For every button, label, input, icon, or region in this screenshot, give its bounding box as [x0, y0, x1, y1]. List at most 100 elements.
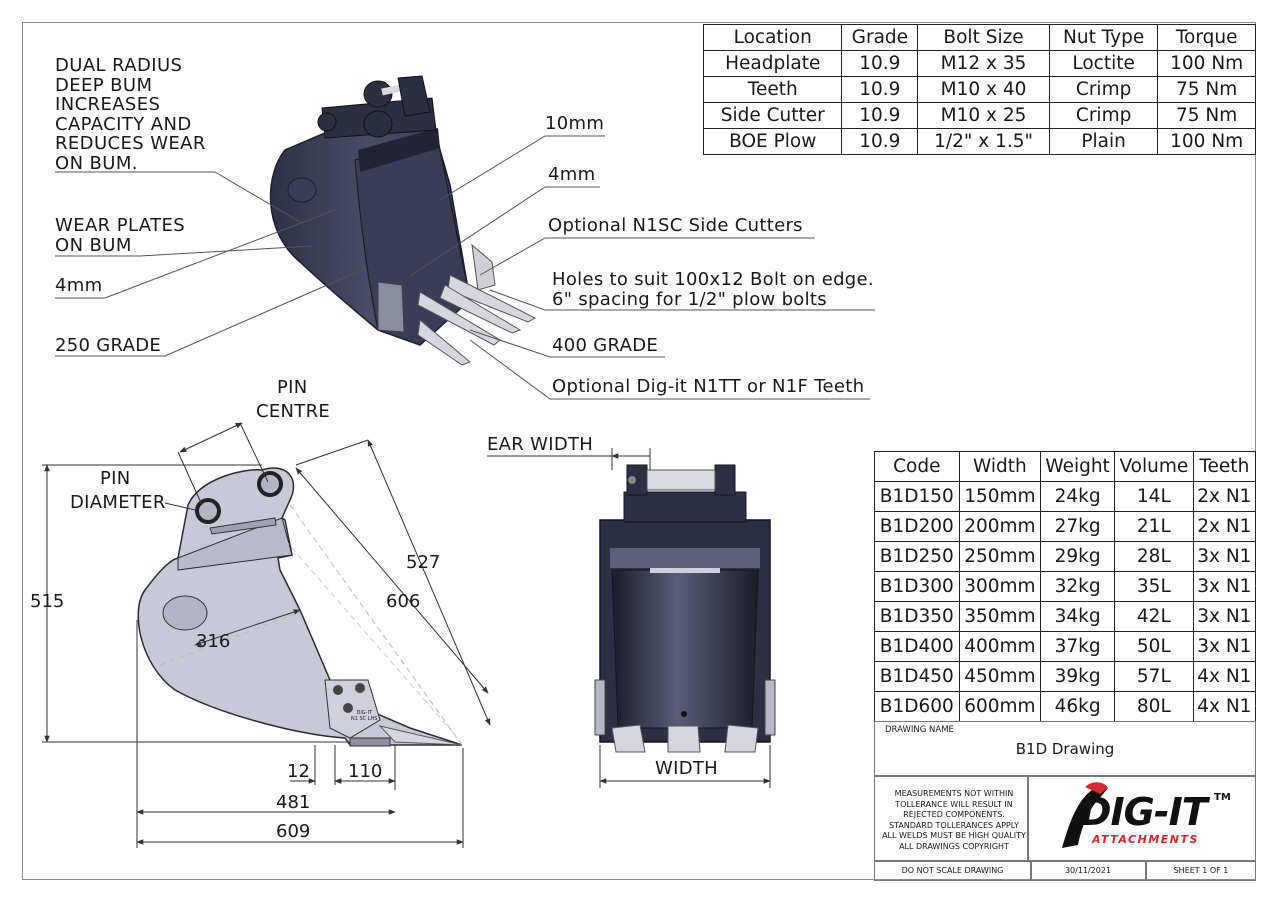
table-cell: 300mm — [958, 571, 1042, 602]
column-header: Width — [958, 451, 1042, 482]
note-line: REJECTED COMPONENTS. — [903, 810, 1005, 819]
plate-text: DIG-IT — [356, 710, 373, 716]
table-cell: Loctite — [1048, 50, 1159, 77]
dim-plate-thickness: 12 — [287, 761, 310, 782]
table-cell: B1D350 — [874, 601, 960, 632]
callout-line: DEEP BUM — [55, 74, 153, 96]
table-row: B1D400 400mm 37kg 50L 3x N1 — [874, 631, 1257, 662]
column-header: Teeth — [1192, 451, 1257, 482]
dim-overall-length: 609 — [276, 821, 311, 842]
table-cell: 37kg — [1040, 631, 1115, 662]
sheet-border — [22, 22, 1256, 880]
callout-line: CAPACITY AND — [55, 113, 192, 135]
table-row: Side Cutter 10.9 M10 x 25 Crimp 75 Nm — [702, 102, 1256, 129]
callout-side-cutters: Optional N1SC Side Cutters — [548, 215, 803, 236]
table-cell: 57L — [1113, 661, 1194, 692]
pin-diameter-label-line2: DIAMETER — [70, 492, 166, 513]
column-header: Code — [874, 451, 960, 482]
callout-10mm: 10mm — [545, 113, 605, 134]
table-cell: Teeth — [702, 76, 843, 103]
dim-overall-height: 515 — [30, 591, 65, 612]
table-cell: 10.9 — [841, 128, 919, 155]
logo-main-text: DIG-IT — [1080, 790, 1208, 834]
column-header: Grade — [841, 24, 919, 51]
iso-leader-lines — [55, 135, 875, 400]
table-cell: 10.9 — [841, 50, 919, 77]
table-cell: 14L — [1113, 481, 1194, 512]
table-cell: 3x N1 — [1192, 571, 1257, 602]
table-cell: 10.9 — [841, 76, 919, 103]
table-cell: Side Cutter — [702, 102, 843, 129]
note-line: TOLLERANCE WILL RESULT IN — [895, 799, 1013, 809]
title-block-divider — [1027, 777, 1029, 862]
table-cell: M12 x 35 — [917, 50, 1050, 77]
table-cell: 3x N1 — [1192, 601, 1257, 632]
footer-divider — [1145, 862, 1147, 880]
table-cell: 3x N1 — [1192, 631, 1257, 662]
column-header: Location — [702, 24, 843, 51]
table-cell: B1D400 — [874, 631, 960, 662]
table-cell: B1D450 — [874, 661, 960, 692]
table-cell: 200mm — [958, 511, 1042, 542]
table-cell: 50L — [1113, 631, 1194, 662]
note-line: MEASUREMENTS NOT WITHIN — [894, 789, 1014, 798]
dim-pin-to-tip: 527 — [406, 552, 441, 573]
title-block-notes: MEASUREMENTS NOT WITHIN TOLLERANCE WILL … — [879, 789, 1029, 852]
callout-right-4mm: 4mm — [548, 164, 596, 185]
table-cell: B1D150 — [874, 481, 960, 512]
dim-pin-to-edge: 606 — [386, 591, 421, 612]
drawing-date: 30/11/2021 — [1064, 866, 1112, 875]
callout-line: WEAR PLATES — [55, 215, 186, 236]
table-row: B1D450 450mm 39kg 57L 4x N1 — [874, 661, 1257, 692]
note-line: ALL WELDS MUST BE HIGH QUALITY — [882, 831, 1026, 840]
dim-tooth-projection: 110 — [348, 761, 383, 782]
table-row: B1D250 250mm 29kg 28L 3x N1 — [874, 541, 1257, 572]
table-cell: 3x N1 — [1192, 541, 1257, 572]
callout-teeth: Optional Dig-it N1TT or N1F Teeth — [552, 376, 865, 397]
table-header-row: Location Grade Bolt Size Nut Type Torque — [702, 24, 1256, 51]
callout-dual-radius: DUAL RADIUS DEEP BUM INCREASES CAPACITY … — [55, 56, 206, 173]
title-block-footer: DO NOT SCALE DRAWING 30/11/2021 SHEET 1 … — [874, 861, 1256, 881]
table-cell: 100 Nm — [1157, 128, 1256, 155]
pin-centre-label-line2: CENTRE — [256, 401, 331, 422]
width-label: WIDTH — [655, 758, 718, 779]
table-cell: B1D250 — [874, 541, 960, 572]
logo-sub-text: ATTACHMENTS — [1092, 833, 1199, 846]
front-view-dimensions — [487, 448, 771, 788]
bucket-spec-table: Code Width Weight Volume Teeth B1D150 15… — [874, 451, 1257, 722]
table-cell: 10.9 — [841, 102, 919, 129]
table-row: Headplate 10.9 M12 x 35 Loctite 100 Nm — [702, 50, 1256, 77]
callout-holes-line1: Holes to suit 100x12 Bolt on edge. — [552, 269, 874, 290]
table-cell: 350mm — [958, 601, 1042, 632]
table-cell: BOE Plow — [702, 128, 843, 155]
table-cell: 75 Nm — [1157, 76, 1256, 103]
dim-body-length: 481 — [276, 792, 311, 813]
table-cell: 450mm — [958, 661, 1042, 692]
bucket-plate-marking: DIG-IT N1 SC LHS — [351, 710, 377, 722]
table-cell: 2x N1 — [1192, 481, 1257, 512]
callout-left-4mm: 4mm — [55, 275, 103, 296]
table-cell: 42L — [1113, 601, 1194, 632]
table-header-row: Code Width Weight Volume Teeth — [874, 451, 1257, 482]
callout-400-grade: 400 GRADE — [552, 335, 659, 356]
column-header: Bolt Size — [917, 24, 1050, 51]
table-cell: 150mm — [958, 481, 1042, 512]
table-cell: 4x N1 — [1192, 661, 1257, 692]
table-cell: 600mm — [958, 691, 1042, 722]
title-block-drawing-name: DRAWING NAME B1D Drawing — [874, 721, 1256, 776]
table-row: B1D150 150mm 24kg 14L 2x N1 — [874, 481, 1257, 512]
sheet-number: SHEET 1 OF 1 — [1173, 866, 1229, 875]
table-cell: M10 x 25 — [917, 102, 1050, 129]
column-header: Volume — [1113, 451, 1194, 482]
table-row: B1D350 350mm 34kg 42L 3x N1 — [874, 601, 1257, 632]
bolt-torque-table: Location Grade Bolt Size Nut Type Torque… — [702, 24, 1256, 155]
table-cell: 400mm — [958, 631, 1042, 662]
table-cell: Plain — [1048, 128, 1159, 155]
column-header: Nut Type — [1048, 24, 1159, 51]
pin-centre-label-line1: PIN — [277, 377, 308, 398]
table-row: Teeth 10.9 M10 x 40 Crimp 75 Nm — [702, 76, 1256, 103]
table-cell: 35L — [1113, 571, 1194, 602]
table-row: B1D300 300mm 32kg 35L 3x N1 — [874, 571, 1257, 602]
callout-holes-line2: 6" spacing for 1/2" plow bolts — [552, 289, 827, 310]
iso-bucket — [269, 75, 537, 366]
